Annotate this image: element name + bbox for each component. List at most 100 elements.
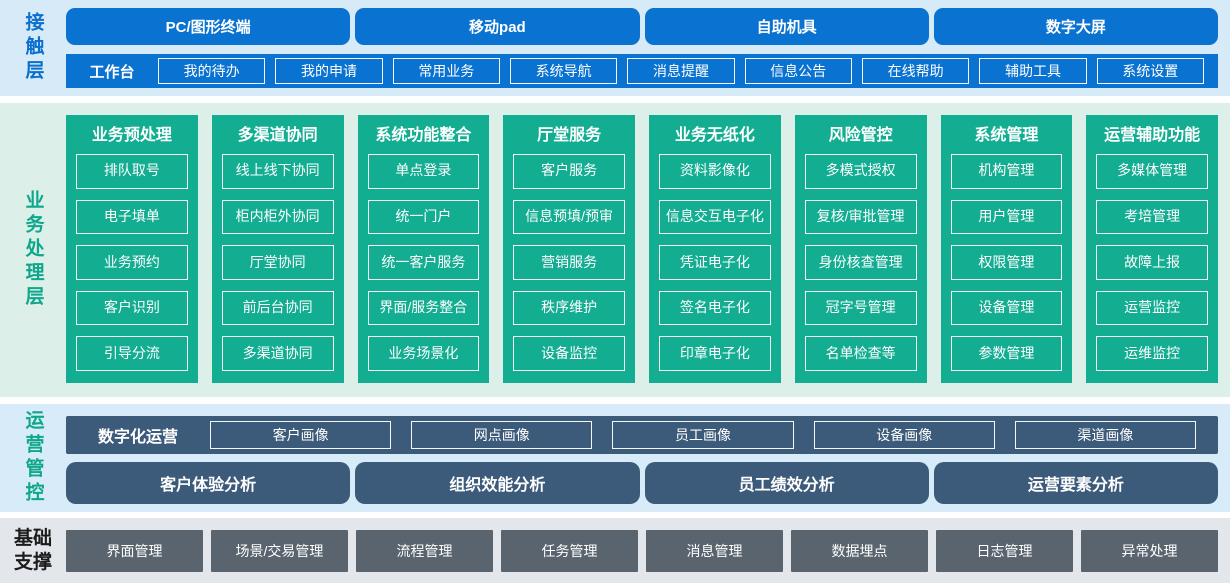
- digital-operations-items: 客户画像 网点画像 员工画像 设备画像 渠道画像: [210, 421, 1197, 449]
- workbench-item-system-nav: 系统导航: [509, 58, 618, 84]
- contact-layer-band: 接触层 PC/图形终端 移动pad 自助机具 数字大屏 工作台 我的待办 我的申…: [0, 0, 1230, 96]
- foundation-log-management: 日志管理: [936, 530, 1073, 572]
- function-item: 信息交互电子化: [659, 199, 771, 235]
- function-item: 业务预约: [76, 245, 188, 280]
- function-item: 冠字号管理: [804, 290, 917, 326]
- foundation-process-management: 流程管理: [356, 530, 493, 572]
- foundation-layer-gutter: 基础支撑: [0, 518, 66, 583]
- business-layer-band: 业务处理层 业务预处理 排队取号 电子填单 业务预约 客户识别 引导分流 多渠道…: [0, 103, 1230, 397]
- foundation-data-tracking: 数据埋点: [791, 530, 928, 572]
- business-layer-gutter: 业务处理层: [0, 103, 66, 397]
- workbench-item-todo: 我的待办: [158, 58, 266, 84]
- workbench-item-system-settings: 系统设置: [1096, 58, 1204, 84]
- terminal-mobile-pad: 移动pad: [355, 8, 640, 45]
- function-item: 客户识别: [76, 290, 188, 326]
- function-item: 引导分流: [76, 336, 188, 371]
- function-item: 设备监控: [513, 336, 625, 371]
- column-hall-services: 厅堂服务 客户服务 信息预填/预审 营销服务 秩序维护 设备监控: [503, 115, 635, 383]
- profile-branch: 网点画像: [411, 421, 593, 449]
- function-item: 多渠道协同: [221, 336, 334, 371]
- function-item: 多媒体管理: [1096, 154, 1208, 189]
- function-item: 秩序维护: [513, 290, 625, 326]
- analysis-ops-elements: 运营要素分析: [933, 462, 1218, 504]
- operations-layer-gutter: 运营管控: [0, 404, 66, 512]
- foundation-scene-transaction: 场景/交易管理: [211, 530, 348, 572]
- column-system-integration: 系统功能整合 单点登录 统一门户 统一客户服务 界面/服务整合 业务场景化: [357, 115, 490, 383]
- workbench-items: 我的待办 我的申请 常用业务 系统导航 消息提醒 信息公告 在线帮助 辅助工具 …: [158, 58, 1204, 84]
- business-columns: 业务预处理 排队取号 电子填单 业务预约 客户识别 引导分流 多渠道协同 线上线…: [66, 115, 1218, 383]
- function-item: 统一客户服务: [367, 245, 480, 280]
- profile-channel: 渠道画像: [1014, 421, 1197, 449]
- foundation-task-management: 任务管理: [501, 530, 638, 572]
- terminal-digital-screen: 数字大屏: [933, 8, 1218, 45]
- analysis-row: 客户体验分析 组织效能分析 员工绩效分析 运营要素分析: [66, 462, 1218, 504]
- column-multichannel-collab: 多渠道协同 线上线下协同 柜内柜外协同 厅堂协同 前后台协同 多渠道协同: [211, 115, 344, 383]
- function-item: 资料影像化: [659, 154, 771, 189]
- workbench-item-online-help: 在线帮助: [861, 58, 970, 84]
- profile-employee: 员工画像: [612, 421, 794, 449]
- function-item: 柜内柜外协同: [221, 199, 334, 235]
- function-item: 设备管理: [950, 290, 1063, 326]
- terminal-self-service: 自助机具: [644, 8, 929, 45]
- operations-layer-band: 运营管控 数字化运营 客户画像 网点画像 员工画像 设备画像 渠道画像 客户体验…: [0, 404, 1230, 512]
- function-item: 用户管理: [950, 199, 1063, 235]
- column-ops-auxiliary: 运营辅助功能 多媒体管理 考培管理 故障上报 运营监控 运维监控: [1086, 115, 1218, 383]
- workbench-bar: 工作台 我的待办 我的申请 常用业务 系统导航 消息提醒 信息公告 在线帮助 辅…: [66, 54, 1218, 88]
- analysis-employee-performance: 员工绩效分析: [644, 462, 929, 504]
- foundation-layer-band: 基础支撑 界面管理 场景/交易管理 流程管理 任务管理 消息管理 数据埋点 日志…: [0, 518, 1230, 583]
- contact-layer-label: 接触层: [22, 12, 44, 84]
- contact-layer-gutter: 接触层: [0, 0, 66, 96]
- column-title: 系统功能整合: [375, 127, 472, 144]
- column-risk-control: 风险管控 多模式授权 复核/审批管理 身份核查管理 冠字号管理 名单检查等: [794, 115, 927, 383]
- analysis-customer-experience: 客户体验分析: [66, 462, 351, 504]
- foundation-ui-management: 界面管理: [66, 530, 203, 572]
- function-item: 线上线下协同: [221, 154, 334, 189]
- column-title: 风险管控: [828, 127, 893, 144]
- function-item: 多模式授权: [804, 154, 917, 189]
- foundation-row: 界面管理 场景/交易管理 流程管理 任务管理 消息管理 数据埋点 日志管理 异常…: [66, 530, 1218, 572]
- function-item: 考培管理: [1096, 199, 1208, 235]
- profile-device: 设备画像: [813, 421, 995, 449]
- workbench-item-aux-tools: 辅助工具: [979, 58, 1087, 84]
- function-item: 印章电子化: [659, 336, 771, 371]
- function-item: 权限管理: [950, 245, 1063, 280]
- analysis-org-efficiency: 组织效能分析: [355, 462, 640, 504]
- profile-customer: 客户画像: [210, 421, 392, 449]
- foundation-layer-label: 基础支撑: [13, 527, 52, 573]
- function-item: 运营监控: [1096, 290, 1208, 326]
- column-title: 多渠道协同: [237, 127, 318, 144]
- column-title: 业务无纸化: [674, 127, 755, 144]
- function-item: 单点登录: [367, 154, 480, 189]
- digital-operations-bar: 数字化运营 客户画像 网点画像 员工画像 设备画像 渠道画像: [66, 416, 1218, 454]
- function-item: 业务场景化: [367, 336, 480, 371]
- function-item: 统一门户: [367, 199, 480, 235]
- function-item: 信息预填/预审: [513, 199, 625, 235]
- foundation-exception-handling: 异常处理: [1081, 530, 1218, 572]
- column-system-management: 系统管理 机构管理 用户管理 权限管理 设备管理 参数管理: [940, 115, 1073, 383]
- function-item: 参数管理: [950, 336, 1063, 371]
- column-paperless-business: 业务无纸化 资料影像化 信息交互电子化 凭证电子化 签名电子化 印章电子化: [649, 115, 781, 383]
- function-item: 前后台协同: [221, 290, 334, 326]
- column-title: 系统管理: [974, 127, 1039, 144]
- function-item: 机构管理: [950, 154, 1063, 189]
- operations-layer-label: 运营管控: [22, 410, 44, 506]
- foundation-message-management: 消息管理: [646, 530, 783, 572]
- terminal-pc: PC/图形终端: [66, 8, 351, 45]
- function-item: 名单检查等: [804, 336, 917, 371]
- function-item: 界面/服务整合: [367, 290, 480, 326]
- workbench-label: 工作台: [89, 63, 135, 81]
- workbench-item-applications: 我的申请: [275, 58, 383, 84]
- column-business-preprocessing: 业务预处理 排队取号 电子填单 业务预约 客户识别 引导分流: [66, 115, 198, 383]
- function-item: 凭证电子化: [659, 245, 771, 280]
- function-item: 营销服务: [513, 245, 625, 280]
- digital-operations-label: 数字化运营: [97, 429, 178, 446]
- function-item: 排队取号: [76, 154, 188, 189]
- column-title: 业务预处理: [91, 127, 172, 144]
- function-item: 故障上报: [1096, 245, 1208, 280]
- business-layer-label: 业务处理层: [22, 190, 44, 310]
- function-item: 身份核查管理: [804, 245, 917, 280]
- function-item: 客户服务: [513, 154, 625, 189]
- function-item: 运维监控: [1096, 336, 1208, 371]
- terminal-row: PC/图形终端 移动pad 自助机具 数字大屏: [66, 8, 1218, 45]
- function-item: 复核/审批管理: [804, 199, 917, 235]
